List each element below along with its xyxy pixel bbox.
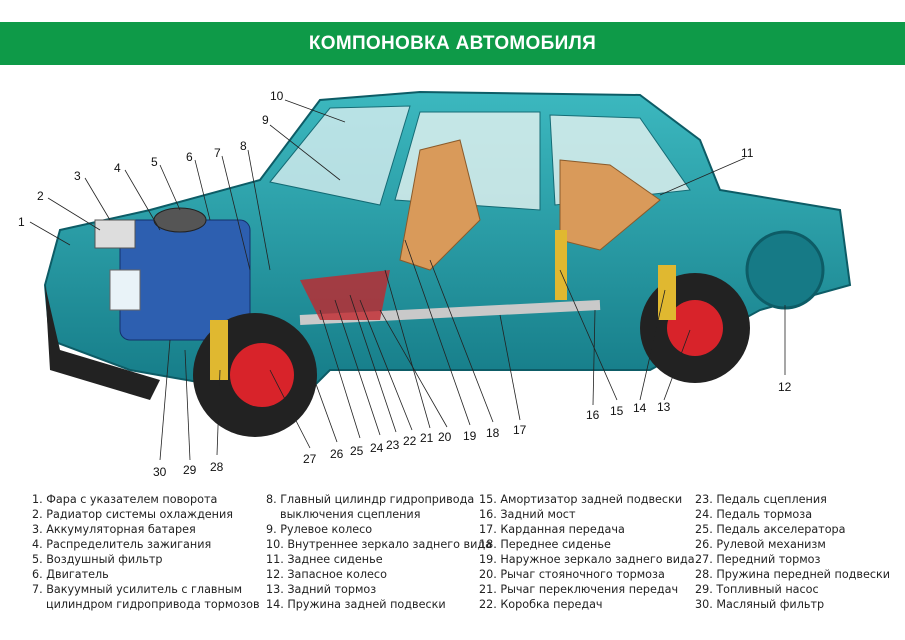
rear-shock — [555, 230, 567, 300]
floor-red — [300, 270, 390, 320]
callout-2: 2 — [37, 189, 44, 203]
legend-item: 1. Фара с указателем поворота — [32, 493, 218, 506]
rear-spring — [658, 265, 676, 320]
legend-item: 21. Рычаг переключения передач — [479, 583, 679, 596]
legend-item: 13. Задний тормоз — [266, 583, 377, 596]
legend-item: 22. Коробка передач — [479, 598, 603, 611]
legend-item: 19. Наружное зеркало заднего вида — [479, 553, 695, 566]
callout-29: 29 — [183, 463, 197, 477]
legend-item: 6. Двигатель — [32, 568, 109, 581]
legend-item: 27. Передний тормоз — [695, 553, 821, 566]
legend-item: 7. Вакуумный усилитель с главным — [32, 583, 243, 596]
callout-30: 30 — [153, 465, 167, 479]
callout-28: 28 — [210, 460, 224, 474]
headlight — [109, 269, 141, 311]
air-filter — [153, 207, 207, 233]
legend-item: 10. Внутреннее зеркало заднего вида — [266, 538, 492, 551]
legend-item: 16. Задний мост — [479, 508, 576, 521]
callout-24: 24 — [370, 441, 384, 455]
callout-7: 7 — [214, 146, 221, 160]
legend-item: 5. Воздушный фильтр — [32, 553, 163, 566]
callout-10: 10 — [270, 89, 284, 103]
callout-12: 12 — [778, 380, 792, 394]
callout-16: 16 — [586, 408, 600, 422]
callout-1: 1 — [18, 215, 25, 229]
callout-17: 17 — [513, 423, 527, 437]
battery — [94, 219, 136, 249]
front-spring — [210, 320, 228, 380]
callout-27: 27 — [303, 452, 317, 466]
front-bumper — [45, 285, 160, 400]
callout-21: 21 — [420, 431, 434, 445]
callout-15: 15 — [610, 404, 624, 418]
legend-item: 29. Топливный насос — [695, 583, 819, 596]
callout-19: 19 — [463, 429, 477, 443]
legend-item-continued: выключения сцепления — [280, 508, 421, 521]
front-seat — [399, 139, 481, 271]
callout-22: 22 — [403, 434, 417, 448]
callout-20: 20 — [438, 430, 452, 444]
leader-lines — [29, 99, 786, 461]
legend-item: 25. Педаль акселератора — [695, 523, 846, 536]
callout-8: 8 — [240, 139, 247, 153]
callout-9: 9 — [262, 113, 269, 127]
legend-item: 14. Пружина задней подвески — [266, 598, 446, 611]
legend-item: 24. Педаль тормоза — [695, 508, 813, 521]
callout-13: 13 — [657, 400, 671, 414]
windshield — [269, 105, 411, 206]
legend-item: 28. Пружина передней подвески — [695, 568, 891, 581]
callout-3: 3 — [74, 169, 81, 183]
legend-item: 26. Рулевой механизм — [695, 538, 826, 551]
rear-seat — [559, 159, 661, 251]
legend-column-1: 1. Фара с указателем поворота 2. Радиато… — [32, 492, 260, 612]
callout-23: 23 — [386, 438, 400, 452]
legend-item: 15. Амортизатор задней подвески — [479, 493, 683, 506]
legend-item: 23. Педаль сцепления — [695, 493, 827, 506]
callout-11: 11 — [741, 146, 754, 160]
front-brake — [230, 343, 294, 407]
car-illustration — [29, 90, 852, 461]
callout-25: 25 — [350, 444, 364, 458]
legend-item: 20. Рычаг стояночного тормоза — [479, 568, 665, 581]
callout-6: 6 — [186, 150, 193, 164]
legend-item: 17. Карданная передача — [479, 523, 625, 536]
legend-item: 4. Распределитель зажигания — [32, 538, 212, 551]
legend-item: 30. Масляный фильтр — [695, 598, 825, 611]
legend-item: 2. Радиатор системы охлаждения — [32, 508, 233, 521]
legend-item: 12. Запасное колесо — [266, 568, 387, 581]
rear-brake — [667, 300, 723, 356]
legend-item: 11. Заднее сиденье — [266, 553, 383, 566]
callout-5: 5 — [151, 155, 158, 169]
legend-item-continued: цилиндром гидропривода тормозов — [46, 598, 260, 611]
callout-18: 18 — [486, 426, 500, 440]
legend-column-4: 23. Педаль сцепления 24. Педаль тормоза … — [695, 492, 890, 612]
legend-item: 9. Рулевое колесо — [266, 523, 373, 536]
spare-wheel — [745, 230, 825, 310]
legend-column-3: 15. Амортизатор задней подвески 16. Задн… — [479, 492, 695, 612]
legend-item: 18. Переднее сиденье — [479, 538, 611, 551]
callout-14: 14 — [633, 401, 647, 415]
legend-column-2: 8. Главный цилиндр гидропривода выключен… — [266, 492, 492, 612]
legend-item: 3. Аккумуляторная батарея — [32, 523, 196, 536]
callout-26: 26 — [330, 447, 344, 461]
legend-item: 8. Главный цилиндр гидропривода — [266, 493, 475, 506]
callout-4: 4 — [114, 161, 121, 175]
page-title: КОМПОНОВКА АВТОМОБИЛЯ — [0, 22, 905, 65]
